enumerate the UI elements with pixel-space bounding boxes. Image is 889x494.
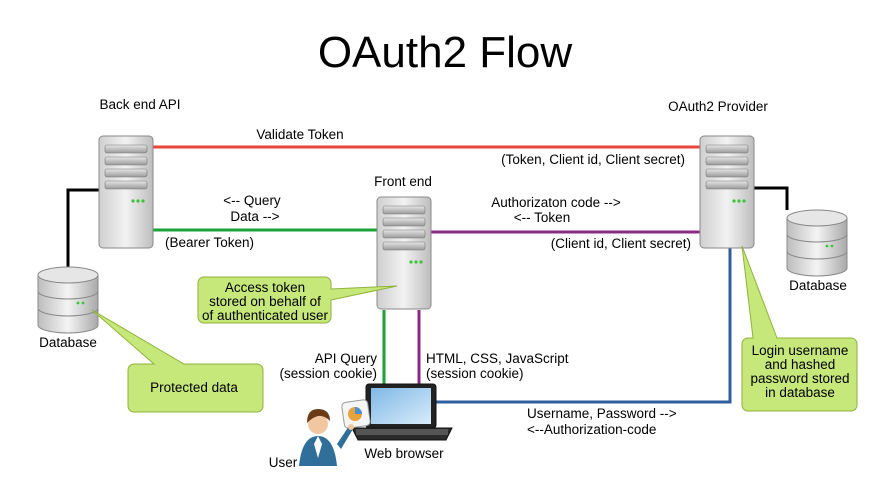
frontend-server-icon	[376, 196, 432, 310]
protected-data-callout: Protected data	[91, 309, 264, 413]
connections	[66, 145, 789, 404]
provider-server-icon	[699, 135, 755, 249]
api-query-cookie-label: (session cookie)	[279, 366, 377, 381]
access-token-line-3: of authenticated user	[202, 308, 329, 323]
page-title: OAuth2 Flow	[318, 28, 573, 77]
backend-db-link	[66, 188, 100, 268]
provider-label: OAuth2 Provider	[668, 99, 768, 114]
login-line-3: password stored	[750, 371, 849, 386]
login-line-1: Login username	[752, 343, 849, 358]
login-callout: Login username and hashed password store…	[741, 245, 858, 412]
username-password-line	[436, 248, 732, 404]
query-label: <-- Query	[223, 193, 281, 208]
user-label: User	[269, 455, 298, 470]
login-line-2: and hashed	[765, 357, 836, 372]
authcode-label: Authorizaton code -->	[491, 195, 621, 210]
frontend-label: Front end	[374, 174, 432, 189]
access-token-callout: Access token stored on behalf of of auth…	[197, 276, 398, 324]
right-database-label: Database	[789, 278, 847, 293]
right-database-icon	[786, 209, 848, 277]
api-query-label: API Query	[315, 351, 378, 366]
data-label: Data -->	[230, 209, 279, 224]
web-browser-label: Web browser	[364, 446, 444, 461]
access-token-line-2: stored on behalf of	[209, 294, 321, 309]
laptop-icon	[351, 383, 453, 441]
protected-data-text: Protected data	[150, 380, 238, 395]
login-line-4: in database	[765, 385, 835, 400]
user-icon	[299, 399, 371, 466]
backend-label: Back end API	[99, 97, 180, 112]
left-database-icon	[37, 266, 99, 334]
bearer-token-label: (Bearer Token)	[165, 235, 254, 250]
html-css-cookie-label: (session cookie)	[426, 366, 524, 381]
token-label: <-- Token	[514, 210, 570, 225]
client-cred-label: (Client id, Client secret)	[551, 236, 691, 251]
html-css-label: HTML, CSS, JavaScript	[426, 351, 569, 366]
access-token-line-1: Access token	[225, 280, 305, 295]
validate-token-label: Validate Token	[256, 127, 343, 142]
provider-db-link	[754, 186, 789, 210]
backend-server-icon	[98, 135, 154, 249]
authorization-code-label: <--Authorization-code	[527, 422, 656, 437]
username-password-label: Username, Password -->	[527, 406, 677, 421]
validate-token-params: (Token, Client id, Client secret)	[501, 152, 685, 167]
left-database-label: Database	[39, 335, 97, 350]
